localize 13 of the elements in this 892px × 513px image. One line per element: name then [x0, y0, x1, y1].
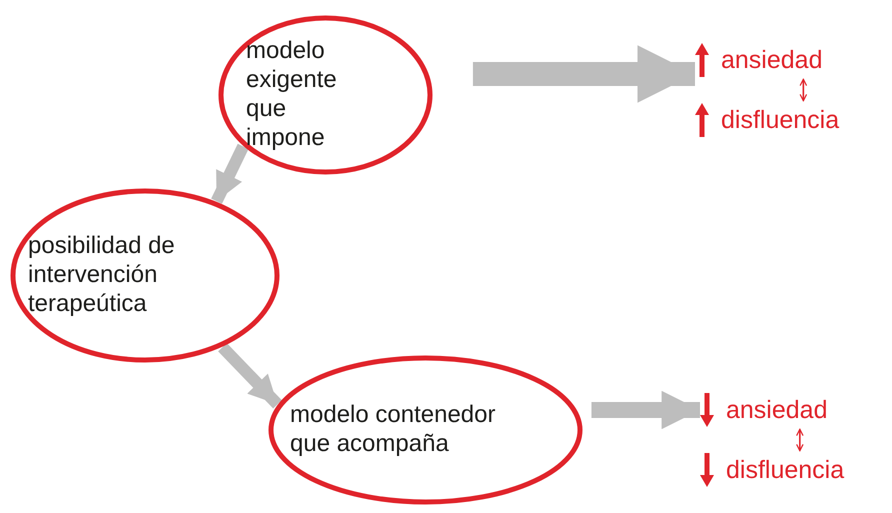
- node-text: modelo contenedor que acompaña: [290, 401, 496, 459]
- arrow: [800, 78, 808, 102]
- node-text: posibilidad de intervención terapeútica: [28, 232, 176, 319]
- arrow: [211, 144, 249, 204]
- arrow: [472, 45, 695, 103]
- arrow: [591, 390, 700, 430]
- node-text: disfluencia: [726, 458, 844, 482]
- arrow: [218, 343, 282, 409]
- node-text: disfluencia: [721, 108, 840, 132]
- arrow: [796, 428, 804, 452]
- node-text: ansiedad: [726, 398, 828, 422]
- node-text: ansiedad: [721, 48, 822, 72]
- node-text: modelo exigente que impone: [246, 37, 338, 153]
